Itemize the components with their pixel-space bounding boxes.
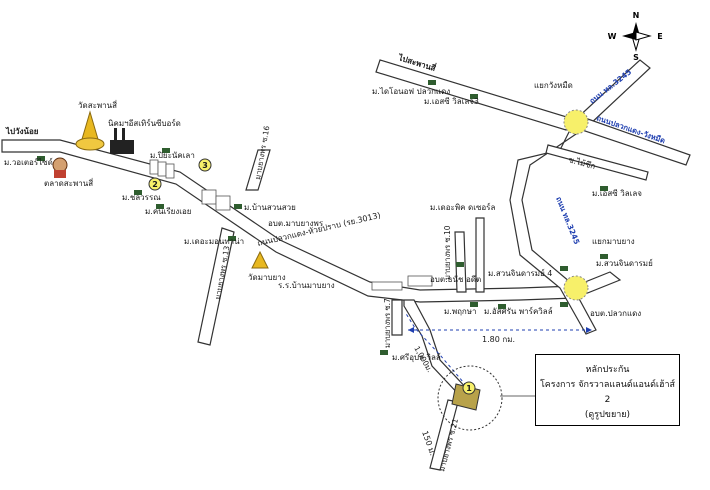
marker-1: 1	[462, 381, 476, 395]
soi-16-road	[245, 149, 271, 191]
market-icon	[52, 157, 68, 178]
village-label: ม.ปิยะนัคเลา	[150, 151, 195, 160]
to-wang-noi-label: ไปวังน้อย	[5, 126, 39, 136]
obt-ban-chang-label: อบต.ธนัช อดีต	[430, 275, 481, 284]
legend-title: หลักประกัน	[585, 365, 630, 375]
village-label: ม.พฤกษา	[444, 307, 477, 316]
soi-13-road	[197, 227, 235, 346]
collateral-legend: หลักประกัน โครงการ จักรวาลแลนด์แอนด์เฮ้า…	[535, 354, 680, 426]
intersection-mapyang	[563, 275, 589, 301]
compass-icon: N S E W	[608, 11, 663, 62]
distance-1-label: 1.80 กม.	[482, 335, 515, 344]
soi-10b-road	[475, 217, 485, 293]
soi-10-label: มาบยางพร ซ.10	[443, 225, 452, 280]
village-label: ม.บ้านสวนสวย	[244, 203, 296, 212]
wat-saphan-si-label: วัดสะพานสี่	[78, 99, 117, 110]
distance-3-label: 150 ม.	[420, 430, 437, 457]
svg-text:3: 3	[202, 161, 208, 170]
obt-ban-ko-label: อบต.มาบยางพร	[268, 219, 324, 228]
main-road	[1, 139, 622, 303]
highway-3245	[509, 59, 651, 335]
industrial-estate-label: นิคมฯอีสเทิร์นซีบอร์ด	[108, 118, 181, 128]
village-label: ม.วอเตอร์ไซด์	[4, 157, 53, 167]
marker-2: 2	[148, 177, 162, 191]
village-label: ม.ชลวรรณ	[122, 193, 161, 202]
svg-text:S: S	[633, 53, 639, 62]
village-label: ม.เอสซี วิลเลจ3	[424, 97, 479, 106]
marker-3: 3	[198, 158, 212, 172]
collateral-zoom-circle	[437, 365, 503, 431]
factory-icon	[110, 128, 134, 154]
hw-3245-mid-label: ถนน ทล.3245	[554, 195, 581, 245]
village-icons	[37, 80, 608, 355]
legend-project: โครงการ จักรวาลแลนด์แอนด์เฮ้าส์ 2	[539, 380, 676, 405]
svg-text:W: W	[608, 32, 617, 41]
block-group-left	[149, 159, 231, 211]
main-road-label: ถนนปลวกแดง-หัวยปราบ (รย.3013)	[256, 211, 381, 248]
village-label: ม.เอสซี วิลเลจ	[592, 189, 642, 198]
svg-text:1: 1	[466, 384, 472, 393]
village-label: ม.ศรีอุบล วิลล์	[392, 352, 441, 362]
temple-icon	[75, 110, 105, 151]
svg-text:E: E	[657, 32, 662, 41]
soi-7-road	[391, 299, 403, 336]
svg-text:2: 2	[152, 180, 158, 189]
route-to-collateral	[404, 311, 471, 391]
village-label: ม.คนเรียงเอย	[145, 207, 192, 216]
intersection-mapyang-label: แยกมาบยาง	[592, 237, 635, 246]
obt-pluakdaeng-label: อบต.ปลวกแดง	[590, 309, 641, 318]
legend-note: (ดูรูปขยาย)	[584, 410, 631, 420]
svg-text:N: N	[633, 11, 640, 20]
block-group-center	[371, 275, 433, 291]
soi-mai-ruak-road	[545, 144, 649, 181]
intersection-wang-muet-label: แยกวังหมืด	[534, 81, 573, 90]
village-label: ม.อัสศรัน พาร์ควิลล์	[484, 306, 553, 316]
village-label: ม.สวนจินดารมย์	[596, 258, 653, 268]
soi-7-label: มาบยางพร ซ.7	[383, 298, 392, 348]
village-label: ม.ไดโอนอฟ ปลวกแดง	[372, 86, 450, 96]
small-temple-icon	[251, 250, 269, 269]
village-label: ม.เดอะพิค ดเซอร์ล	[430, 202, 495, 212]
village-label: ม.สวนจินดารมย์ 4	[488, 268, 552, 278]
intersection-wang-muet	[563, 109, 589, 135]
market-saphan-si-label: ตลาดสะพานสี่	[44, 177, 93, 188]
school-ban-mapyang-label: ร.ร.บ้านมาบยาง	[278, 281, 335, 290]
wat-mapyang-label: วัดมาบยาง	[248, 273, 286, 282]
village-label: ม.เดอะมอนทาน่า	[184, 237, 244, 246]
